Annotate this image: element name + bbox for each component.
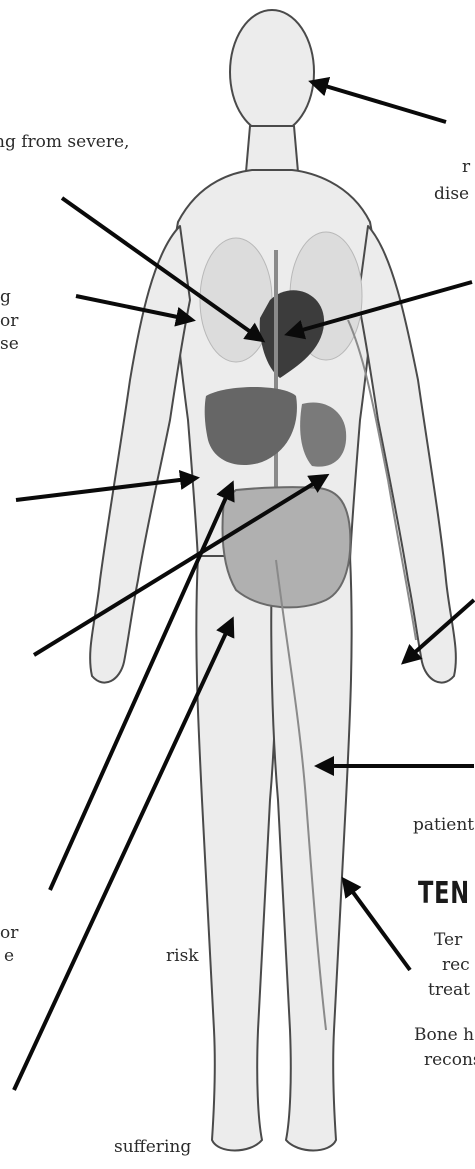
caption-fragment-9: e [4,946,14,966]
pointer-arrow-liver [16,478,196,500]
caption-fragment-4: g [0,287,11,307]
left-leg-shape [196,556,276,1151]
caption-fragment-13: treat [428,980,470,1000]
caption-fragment-8: or [0,923,18,943]
caption-fragment-16: suffering [114,1137,191,1157]
caption-fragment-14: Bone h [414,1025,474,1045]
section-heading: TEN [418,876,470,911]
caption-fragment-5: or [0,311,18,331]
pointer-arrow-head [312,82,446,122]
neck-shape [246,126,298,172]
pointer-arrow-intestine [14,620,232,1090]
caption-fragment-2: r [462,157,470,177]
caption-fragment-1: ng from severe, [0,132,129,152]
caption-fragment-3: dise [434,184,469,204]
caption-fragment-10: risk [166,946,199,966]
caption-fragment-11: Ter [434,930,462,950]
head-shape [230,10,314,134]
right-arm-shape [358,226,456,683]
right-leg-shape [271,556,351,1151]
intestines-shape [223,487,351,607]
caption-fragment-12: rec [442,955,470,975]
left-lung-shape [200,238,272,362]
pointer-arrow-lower-leg [344,880,410,970]
caption-fragment-6: se [0,334,19,354]
caption-fragment-7: patient [413,815,474,835]
